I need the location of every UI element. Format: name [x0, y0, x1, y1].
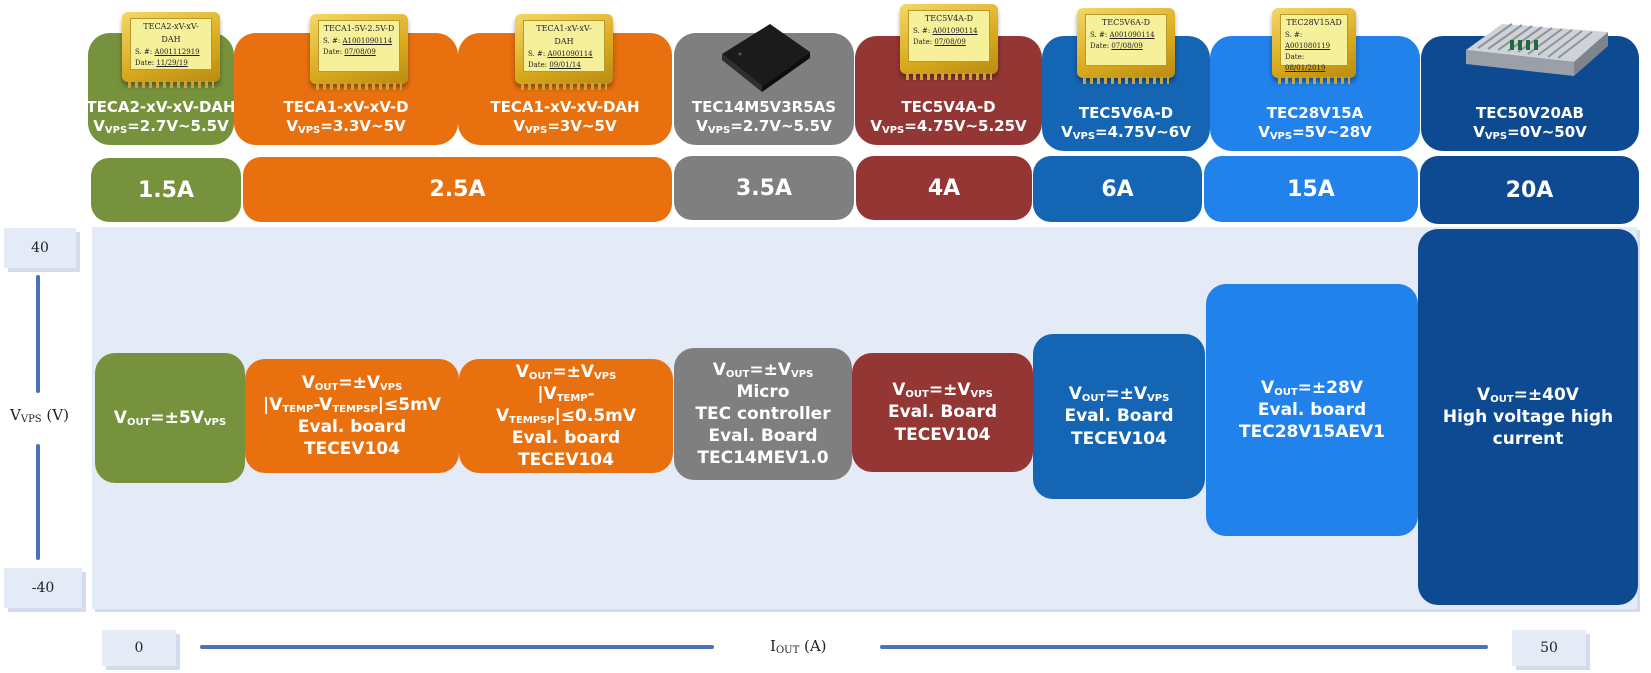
product-vps: VVPS=4.75V~6V	[1061, 122, 1191, 142]
output-range-tec14m5v3r5as: VOUT=±VVPS Micro TEC controller Eval. Bo…	[674, 348, 852, 480]
output-range-tec5v6a-d: VOUT=±VVPS Eval. Board TECEV104	[1033, 334, 1205, 499]
product-name: TEC28V15A	[1266, 103, 1364, 122]
x-axis-label: IOUT (A)	[770, 637, 827, 656]
output-line: Micro	[736, 381, 790, 402]
output-range-tec28v15a: VOUT=±28V Eval. board TEC28V15AEV1	[1206, 284, 1418, 536]
output-line: VOUT=±VVPS	[515, 361, 617, 382]
output-line: Eval. board TECEV104	[297, 417, 407, 460]
output-line: TECEV104	[1071, 428, 1167, 449]
x-axis-min: 0	[102, 630, 176, 666]
output-line: VOUT=±VVPS	[892, 380, 993, 401]
output-line: TEC controller	[695, 403, 831, 424]
product-vps: VVPS=4.75V~5.25V	[870, 116, 1027, 136]
x-axis-max: 50	[1512, 630, 1586, 666]
current-badge-3.5a: 3.5A	[674, 156, 854, 220]
current-badge-15a: 15A	[1204, 156, 1418, 222]
product-name: TECA2-xV-xV-DAH	[86, 97, 236, 116]
y-axis-line-bottom	[36, 444, 40, 560]
current-badge-20a: 20A	[1420, 156, 1639, 224]
output-line: VOUT=±VVPS	[712, 359, 814, 380]
product-name: TEC5V4A-D	[901, 97, 996, 116]
output-line: Eval. Board	[887, 402, 998, 423]
product-vps: VVPS=5V~28V	[1258, 122, 1372, 142]
output-line: |VTEMP-	[537, 383, 595, 404]
product-name: TECA1-xV-xV-DAH	[490, 97, 640, 116]
output-line: VOUT=±VVPS	[1068, 384, 1170, 405]
current-badge-6a: 6A	[1033, 156, 1202, 222]
x-axis-line-right	[880, 645, 1488, 649]
product-card-tec5v4a-d: TEC5V4A-D VVPS=4.75V~5.25V	[855, 36, 1042, 145]
output-line: VOUT=±40V	[1477, 384, 1579, 405]
output-line: TECEV104	[894, 424, 991, 445]
y-axis-label: VVPS (V)	[10, 406, 69, 425]
x-axis-line-left	[200, 645, 714, 649]
output-line: Eval. board TECEV104	[511, 428, 621, 471]
output-range-tec50v20ab: VOUT=±40V High voltage high current	[1418, 229, 1638, 605]
product-name: TECA1-xV-xV-D	[283, 97, 409, 116]
current-badge-1.5a: 1.5A	[91, 158, 241, 222]
output-line: TEC28V15AEV1	[1239, 422, 1385, 443]
output-line: Eval. Board	[708, 426, 818, 447]
product-vps: VVPS=2.7V~5.5V	[696, 116, 832, 136]
output-line: High voltage high	[1442, 406, 1614, 427]
output-line: TEC14MEV1.0	[697, 448, 829, 469]
output-line: VOUT=±28V	[1261, 377, 1363, 398]
product-image-tec50v20ab	[1466, 23, 1608, 76]
product-vps: VVPS=2.7V~5.5V	[93, 116, 229, 136]
output-line: Eval. Board	[1064, 406, 1174, 427]
output-range-teca1-d: VOUT=±VVPS |VTEMP-VTEMPSP|≤5mV Eval. boa…	[245, 359, 459, 473]
product-vps: VVPS=3V~5V	[513, 116, 617, 136]
output-range-teca2: VOUT=±5VVPS	[95, 353, 245, 483]
product-card-tec28v15a: TEC28V15A VVPS=5V~28V	[1210, 36, 1420, 151]
product-vps: VVPS=0V~50V	[1473, 122, 1587, 142]
y-axis-max: 40	[4, 228, 76, 268]
product-name: TEC14M5V3R5AS	[691, 97, 837, 116]
output-line: VTEMPSP|≤0.5mV	[495, 405, 637, 426]
current-badge-2.5a: 2.5A	[243, 157, 672, 222]
output-line: |VTEMP-VTEMPSP|≤5mV	[263, 394, 441, 415]
product-name: TEC5V6A-D	[1078, 103, 1174, 122]
output-line: Eval. board	[1257, 399, 1367, 420]
y-axis-line-top	[36, 275, 40, 393]
product-vps: VVPS=3.3V~5V	[286, 116, 406, 136]
output-range-tec5v4a-d: VOUT=±VVPS Eval. Board TECEV104	[852, 353, 1033, 472]
product-name: TEC50V20AB	[1476, 103, 1584, 122]
output-line: current	[1492, 429, 1564, 450]
output-line: VOUT=±5VVPS	[113, 407, 227, 428]
y-axis-min: -40	[4, 568, 82, 608]
output-range-teca1-dah: VOUT=±VVPS |VTEMP- VTEMPSP|≤0.5mV Eval. …	[459, 359, 673, 473]
current-badge-4a: 4A	[856, 156, 1032, 220]
output-line: VOUT=±VVPS	[301, 372, 403, 393]
product-image-tec14m5v3r5as	[722, 24, 810, 92]
